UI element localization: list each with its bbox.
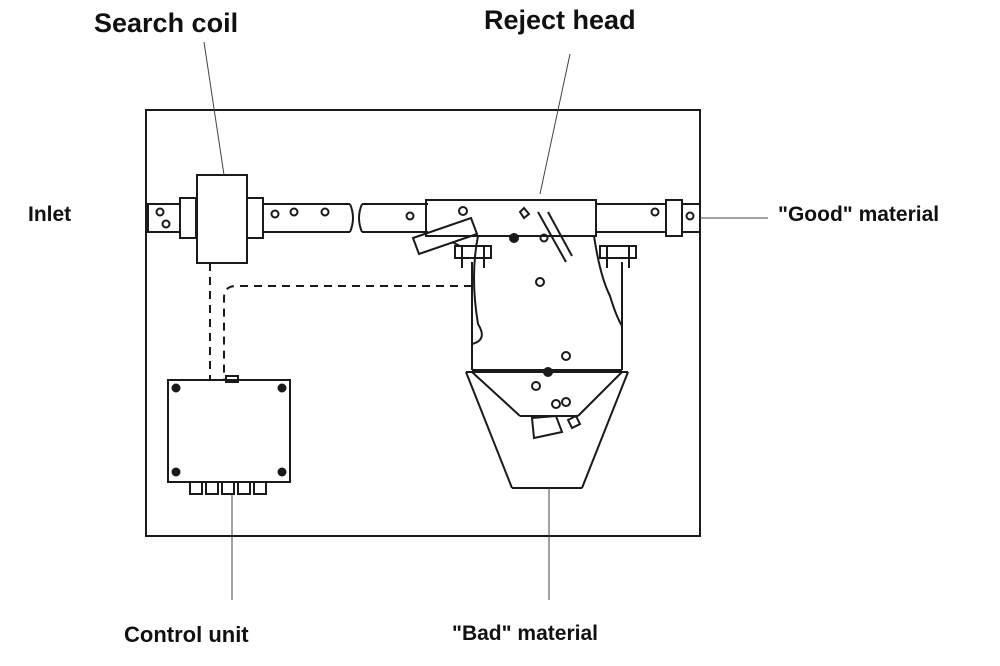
mounting-board	[145, 109, 701, 537]
conveyor-middle-segment	[358, 203, 428, 233]
control-unit	[167, 375, 291, 495]
reject-chute	[465, 235, 629, 489]
leader-reject-head	[539, 53, 571, 195]
control-unit-label: Control unit	[124, 622, 249, 647]
reject-head-label: Reject head	[484, 5, 636, 35]
signal-cable	[209, 263, 472, 380]
search-coil-label: Search coil	[94, 8, 239, 38]
conveyor-left-segment	[147, 197, 197, 239]
inlet-label: Inlet	[28, 203, 72, 226]
leader-lines	[203, 41, 768, 600]
bad-material-label: "Bad" material	[452, 622, 598, 645]
good-material-label: "Good" material	[778, 203, 940, 226]
search-coil	[196, 174, 354, 264]
leader-search-coil	[203, 41, 225, 176]
conveyor-right-segment	[595, 199, 701, 237]
reject-head	[411, 199, 637, 268]
